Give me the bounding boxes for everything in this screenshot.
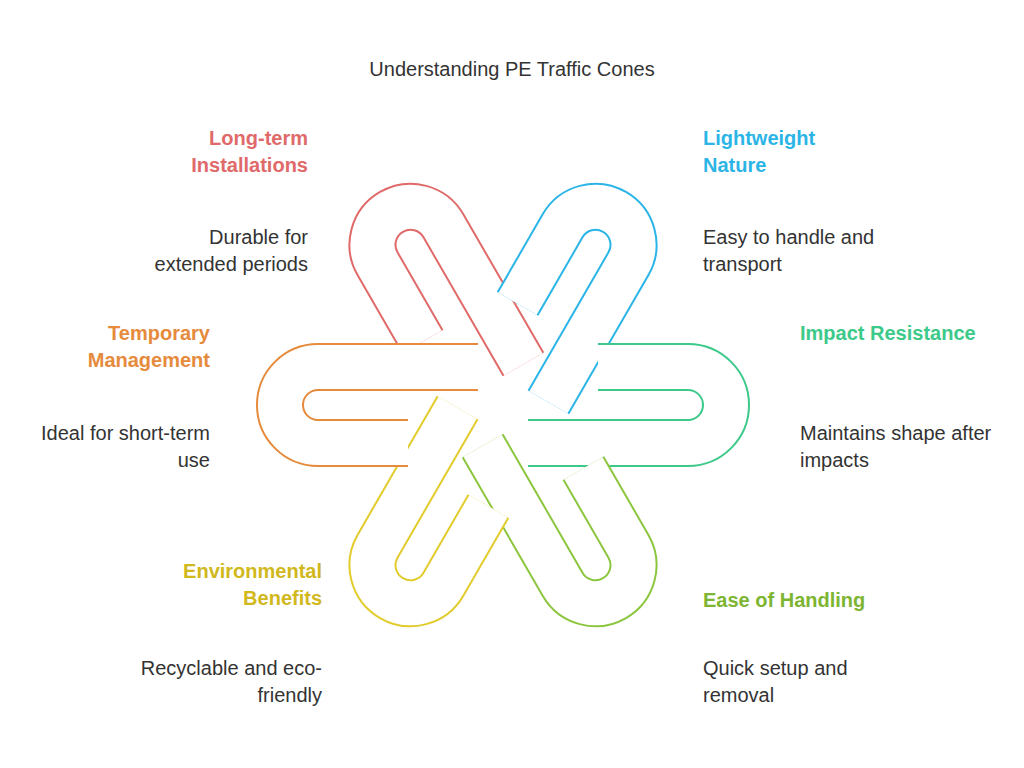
item-heading: Environmental Benefits bbox=[132, 558, 322, 612]
diagram-title: Understanding PE Traffic Cones bbox=[0, 58, 1024, 81]
green-loop bbox=[528, 367, 726, 443]
item-description: Easy to handle and transport bbox=[703, 224, 878, 278]
item-description: Quick setup and removal bbox=[703, 655, 903, 709]
item-heading: Lightweight Nature bbox=[703, 125, 873, 179]
lime-loop bbox=[483, 408, 648, 617]
item-description: Ideal for short-term use bbox=[30, 420, 210, 474]
orange-loop bbox=[280, 367, 478, 443]
item-heading: Impact Resistance bbox=[800, 320, 980, 347]
item-heading: Temporary Management bbox=[20, 320, 210, 374]
item-heading: Long-term Installations bbox=[138, 125, 308, 179]
item-description: Durable for extended periods bbox=[138, 224, 308, 278]
item-description: Maintains shape after impacts bbox=[800, 420, 1000, 474]
item-heading: Ease of Handling bbox=[703, 587, 963, 614]
item-description: Recyclable and eco-friendly bbox=[122, 655, 322, 709]
